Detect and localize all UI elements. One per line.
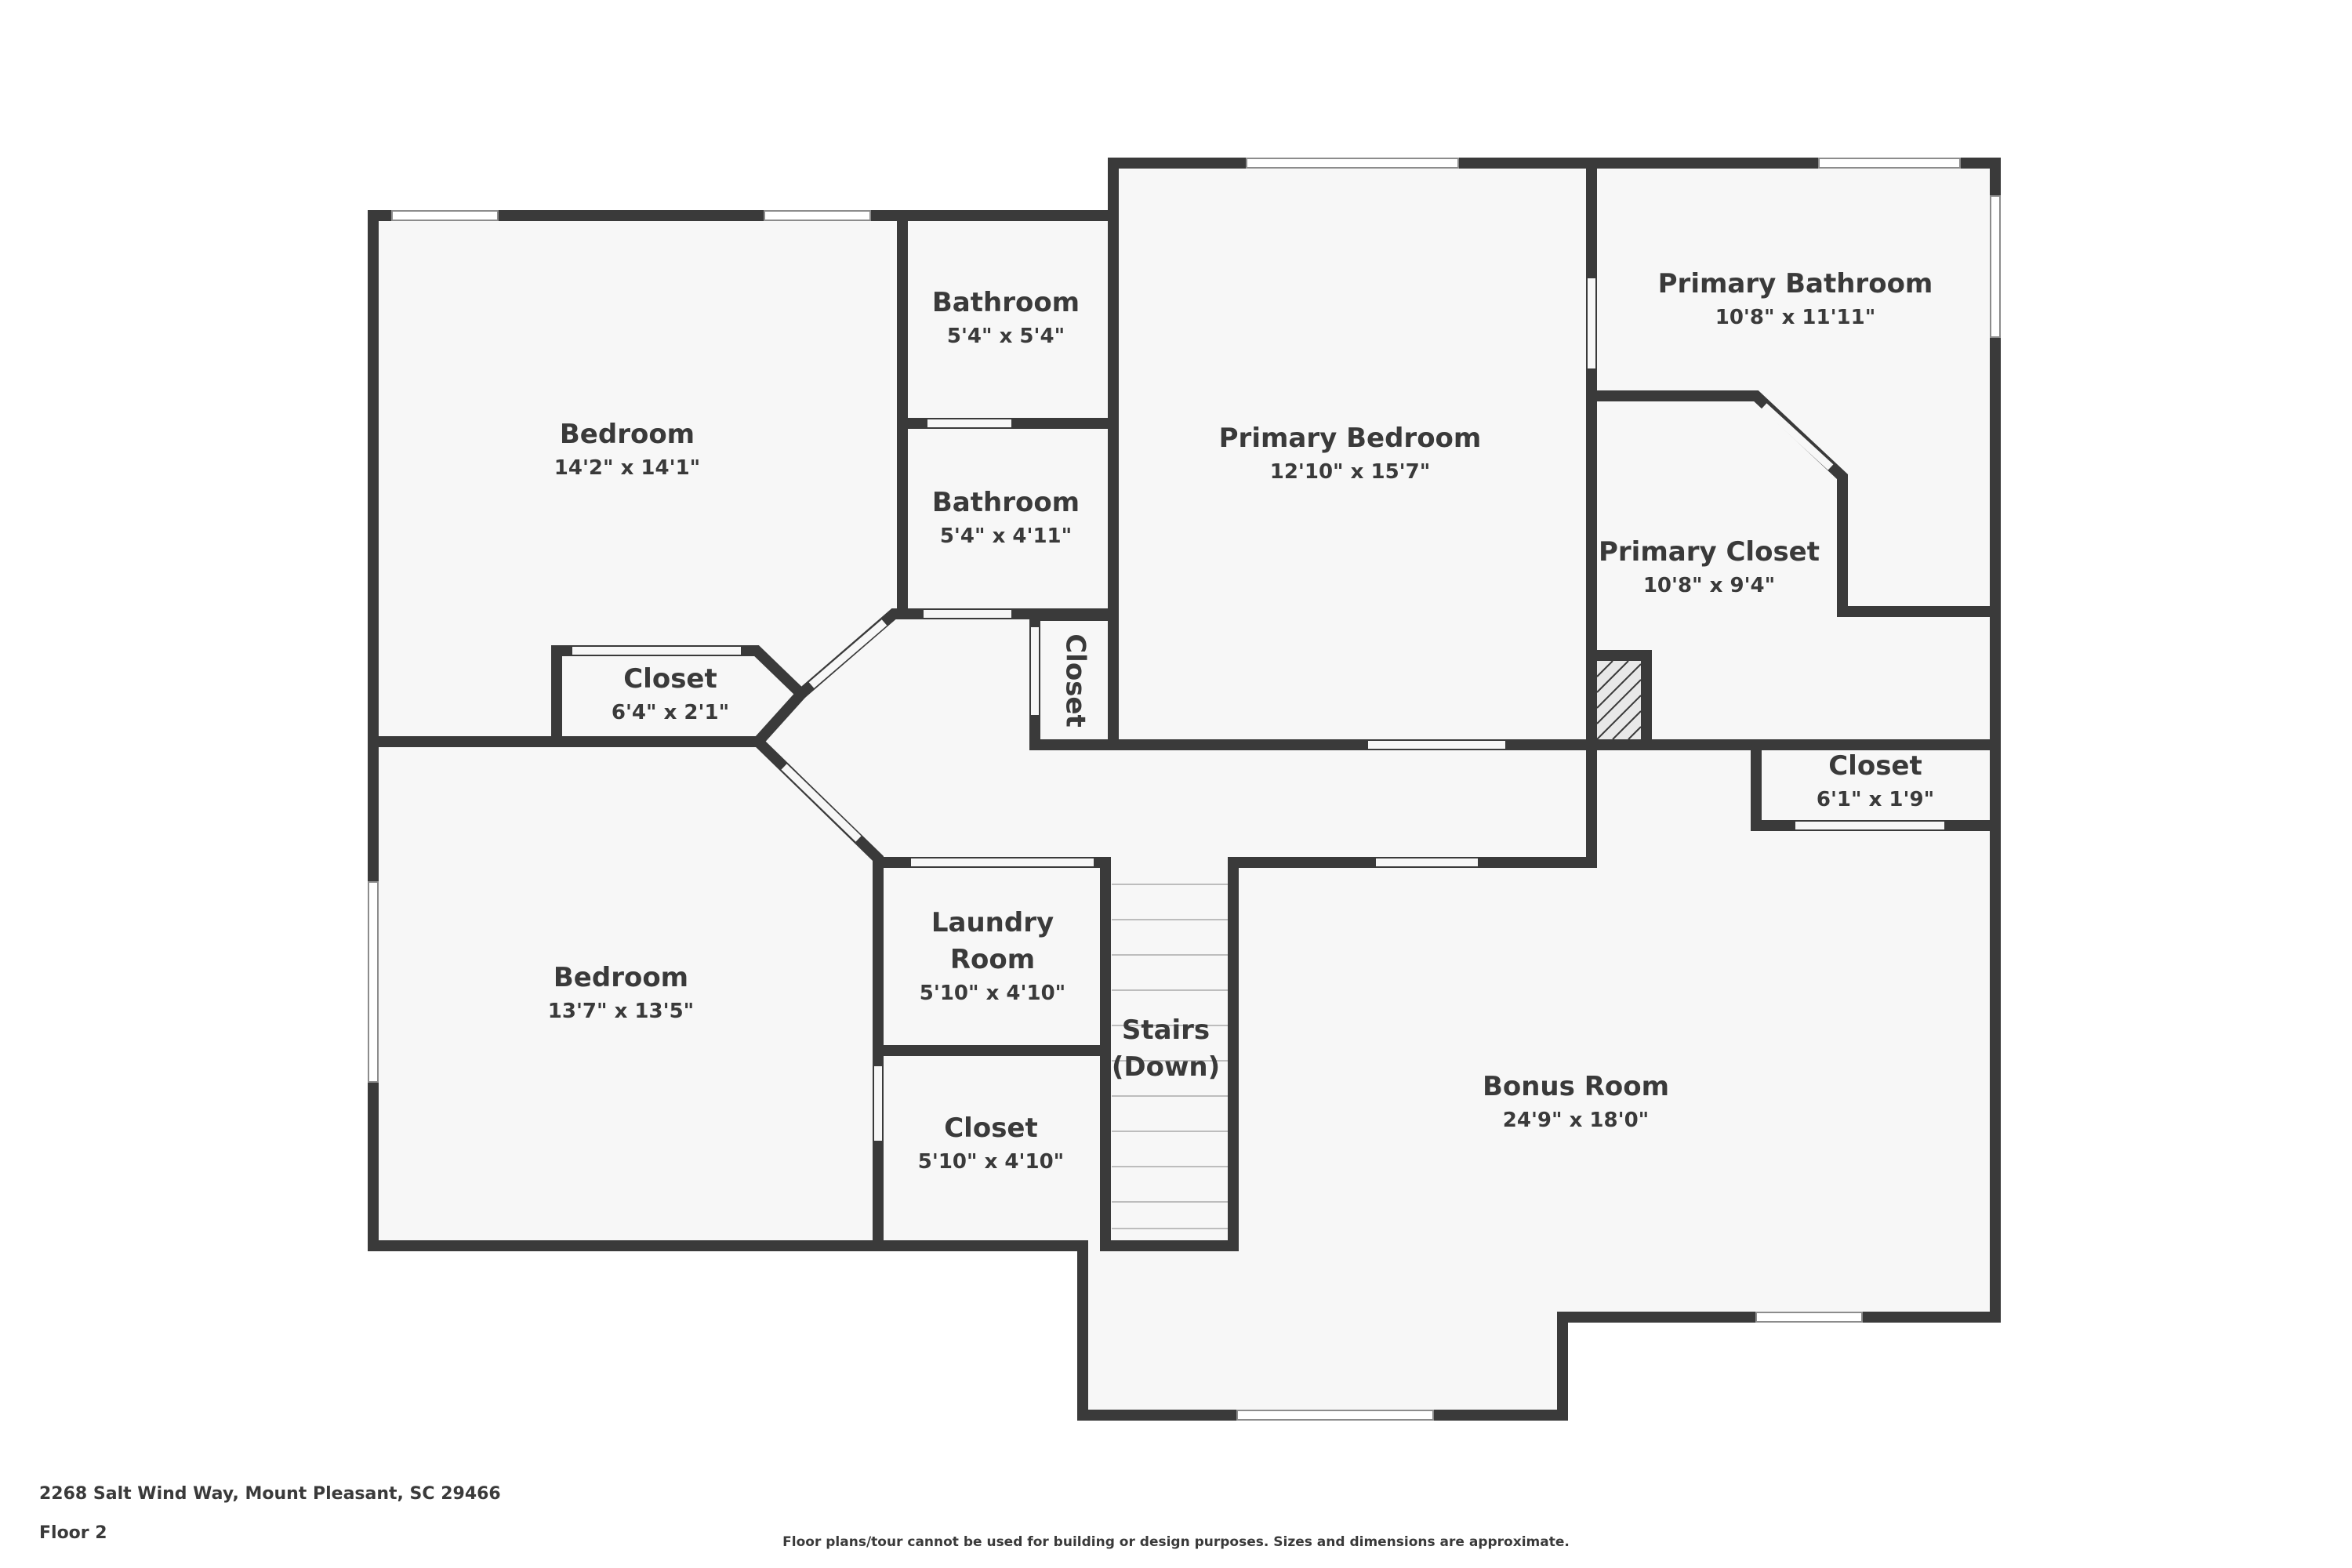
window	[368, 881, 379, 1083]
room-dims: 24'9" x 18'0"	[1503, 1109, 1649, 1132]
room-primary-bathroom: Primary Bathroom 10'8" x 11'11"	[1658, 268, 1933, 329]
room-name: Bonus Room	[1483, 1071, 1669, 1102]
window	[391, 210, 499, 221]
disclaimer: Floor plans/tour cannot be used for buil…	[782, 1534, 1570, 1550]
window	[1236, 1410, 1434, 1421]
window	[1818, 158, 1961, 169]
room-primary-bedroom: Primary Bedroom 12'10" x 15'7"	[1219, 423, 1482, 484]
room-name: Primary Bathroom	[1658, 268, 1933, 299]
room-dims: 5'4" x 4'11"	[940, 524, 1072, 548]
room-dims: 6'4" x 2'1"	[612, 701, 729, 724]
room-closet-laundry: Closet 5'10" x 4'10"	[918, 1112, 1064, 1174]
room-dims: 5'4" x 5'4"	[947, 325, 1065, 348]
room-name: Bathroom	[932, 487, 1080, 518]
room-name: Room	[950, 944, 1035, 975]
room-name: Closet	[1828, 750, 1922, 782]
window	[1755, 1312, 1863, 1323]
window	[1246, 158, 1459, 169]
window	[1990, 195, 2001, 338]
room-dims: 6'1" x 1'9"	[1817, 788, 1934, 811]
stair-treads	[1112, 884, 1228, 1229]
floor-label: Floor 2	[39, 1523, 107, 1543]
room-bonus-room: Bonus Room 24'9" x 18'0"	[1483, 1071, 1669, 1132]
room-dims: 10'8" x 11'11"	[1715, 306, 1876, 329]
room-dims: 12'10" x 15'7"	[1270, 460, 1431, 484]
room-laundry: Laundry Room 5'10" x 4'10"	[920, 907, 1065, 1005]
room-bathroom-2: Bathroom 5'4" x 4'11"	[932, 487, 1080, 548]
room-name: Stairs	[1122, 1014, 1210, 1046]
room-name: Bathroom	[932, 287, 1080, 318]
room-dims: 10'8" x 9'4"	[1643, 574, 1775, 597]
room-stairs: Stairs (Down)	[1112, 1014, 1220, 1083]
room-dims: 13'7" x 13'5"	[548, 1000, 694, 1023]
room-primary-closet: Primary Closet 10'8" x 9'4"	[1599, 536, 1820, 597]
room-name: Bedroom	[560, 419, 695, 450]
property-address: 2268 Salt Wind Way, Mount Pleasant, SC 2…	[39, 1484, 501, 1504]
room-name: Primary Bedroom	[1219, 423, 1482, 454]
room-closet-bonus: Closet 6'1" x 1'9"	[1817, 750, 1934, 811]
room-name: (Down)	[1112, 1051, 1220, 1083]
room-name: Primary Closet	[1599, 536, 1820, 568]
room-name: Bedroom	[554, 962, 688, 993]
room-dims: 14'2" x 14'1"	[554, 456, 700, 480]
room-name: Laundry	[931, 907, 1054, 938]
hatched-chase	[1596, 660, 1642, 740]
room-dims: 5'10" x 4'10"	[918, 1150, 1064, 1174]
room-bathroom-1: Bathroom 5'4" x 5'4"	[932, 287, 1080, 348]
window	[764, 210, 871, 221]
room-bedroom-2: Bedroom 13'7" x 13'5"	[548, 962, 694, 1023]
room-name: Closet	[623, 663, 717, 695]
room-bedroom-1: Bedroom 14'2" x 14'1"	[554, 419, 700, 480]
room-name: Closet	[1060, 633, 1091, 728]
door-openings	[572, 278, 1944, 1141]
room-name: Closet	[944, 1112, 1038, 1144]
room-dims: 5'10" x 4'10"	[920, 982, 1065, 1005]
room-closet-hall: Closet 6'4" x 2'1"	[612, 663, 729, 724]
windows	[368, 158, 2001, 1421]
room-closet-small: Closet	[1060, 633, 1091, 728]
